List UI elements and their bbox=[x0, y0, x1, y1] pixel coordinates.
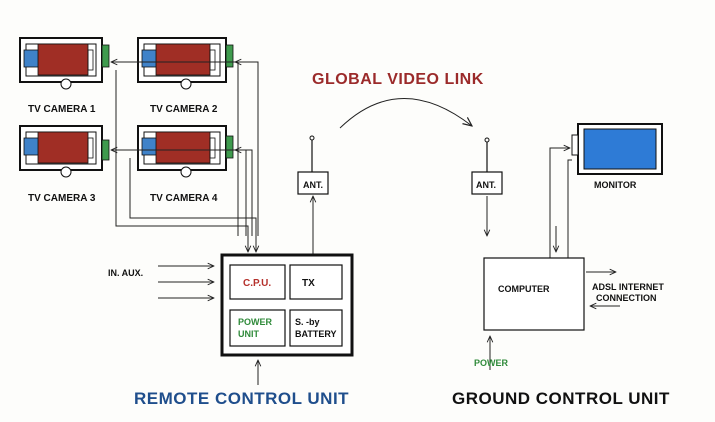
computer-box bbox=[483, 257, 585, 331]
remote-antenna bbox=[297, 135, 329, 255]
power-unit-label-line2: UNIT bbox=[238, 329, 259, 339]
tv-camera-3 bbox=[19, 125, 110, 178]
camera-2-label: TV CAMERA 2 bbox=[150, 104, 218, 115]
power-unit-label-line1: POWER bbox=[238, 317, 273, 327]
adsl-label-line1: ADSL INTERNET bbox=[592, 282, 664, 292]
tv-camera-1 bbox=[19, 37, 110, 90]
camera-body-icon bbox=[155, 131, 211, 164]
in-aux-label: IN. AUX. bbox=[108, 268, 143, 278]
ground-unit-title: GROUND CONTROL UNIT bbox=[452, 389, 670, 408]
camera-lens-icon bbox=[23, 137, 41, 156]
camera-1-label: TV CAMERA 1 bbox=[28, 104, 96, 115]
camera-connector-icon bbox=[101, 139, 110, 161]
camera-lens-icon bbox=[23, 49, 41, 68]
monitor-icon bbox=[571, 123, 663, 175]
monitor-wiring bbox=[549, 148, 572, 258]
remote-unit-title: REMOTE CONTROL UNIT bbox=[134, 389, 349, 408]
battery-label-line2: BATTERY bbox=[295, 329, 337, 339]
monitor-label: MONITOR bbox=[594, 180, 637, 190]
camera-connector-icon bbox=[225, 135, 234, 159]
camera-4-label: TV CAMERA 4 bbox=[150, 193, 218, 204]
aux-inputs bbox=[158, 266, 258, 385]
battery-label-line1: S. -by bbox=[295, 317, 320, 327]
camera-connector-icon bbox=[101, 44, 110, 68]
camera-3-label: TV CAMERA 3 bbox=[28, 193, 96, 204]
ground-power-label: POWER bbox=[474, 358, 509, 368]
tv-camera-2 bbox=[137, 37, 234, 90]
ground-antenna bbox=[471, 137, 503, 236]
camera-body-icon bbox=[37, 131, 89, 164]
remote-control-unit bbox=[220, 253, 354, 357]
tx-label: TX bbox=[302, 278, 315, 289]
camera-body-icon bbox=[155, 43, 211, 76]
cpu-label: C.P.U. bbox=[243, 278, 271, 289]
camera-body-icon bbox=[37, 43, 89, 76]
computer-label: COMPUTER bbox=[498, 284, 550, 294]
camera-connector-icon bbox=[225, 44, 234, 68]
ground-antenna-label: ANT. bbox=[476, 180, 496, 190]
global-video-link-title: GLOBAL VIDEO LINK bbox=[312, 71, 484, 88]
remote-antenna-label: ANT. bbox=[303, 180, 323, 190]
tv-camera-4 bbox=[137, 125, 234, 178]
camera-wiring bbox=[111, 62, 258, 252]
video-link-arc bbox=[339, 98, 472, 129]
adsl-wiring bbox=[490, 272, 620, 370]
adsl-label-line2: CONNECTION bbox=[596, 293, 657, 303]
